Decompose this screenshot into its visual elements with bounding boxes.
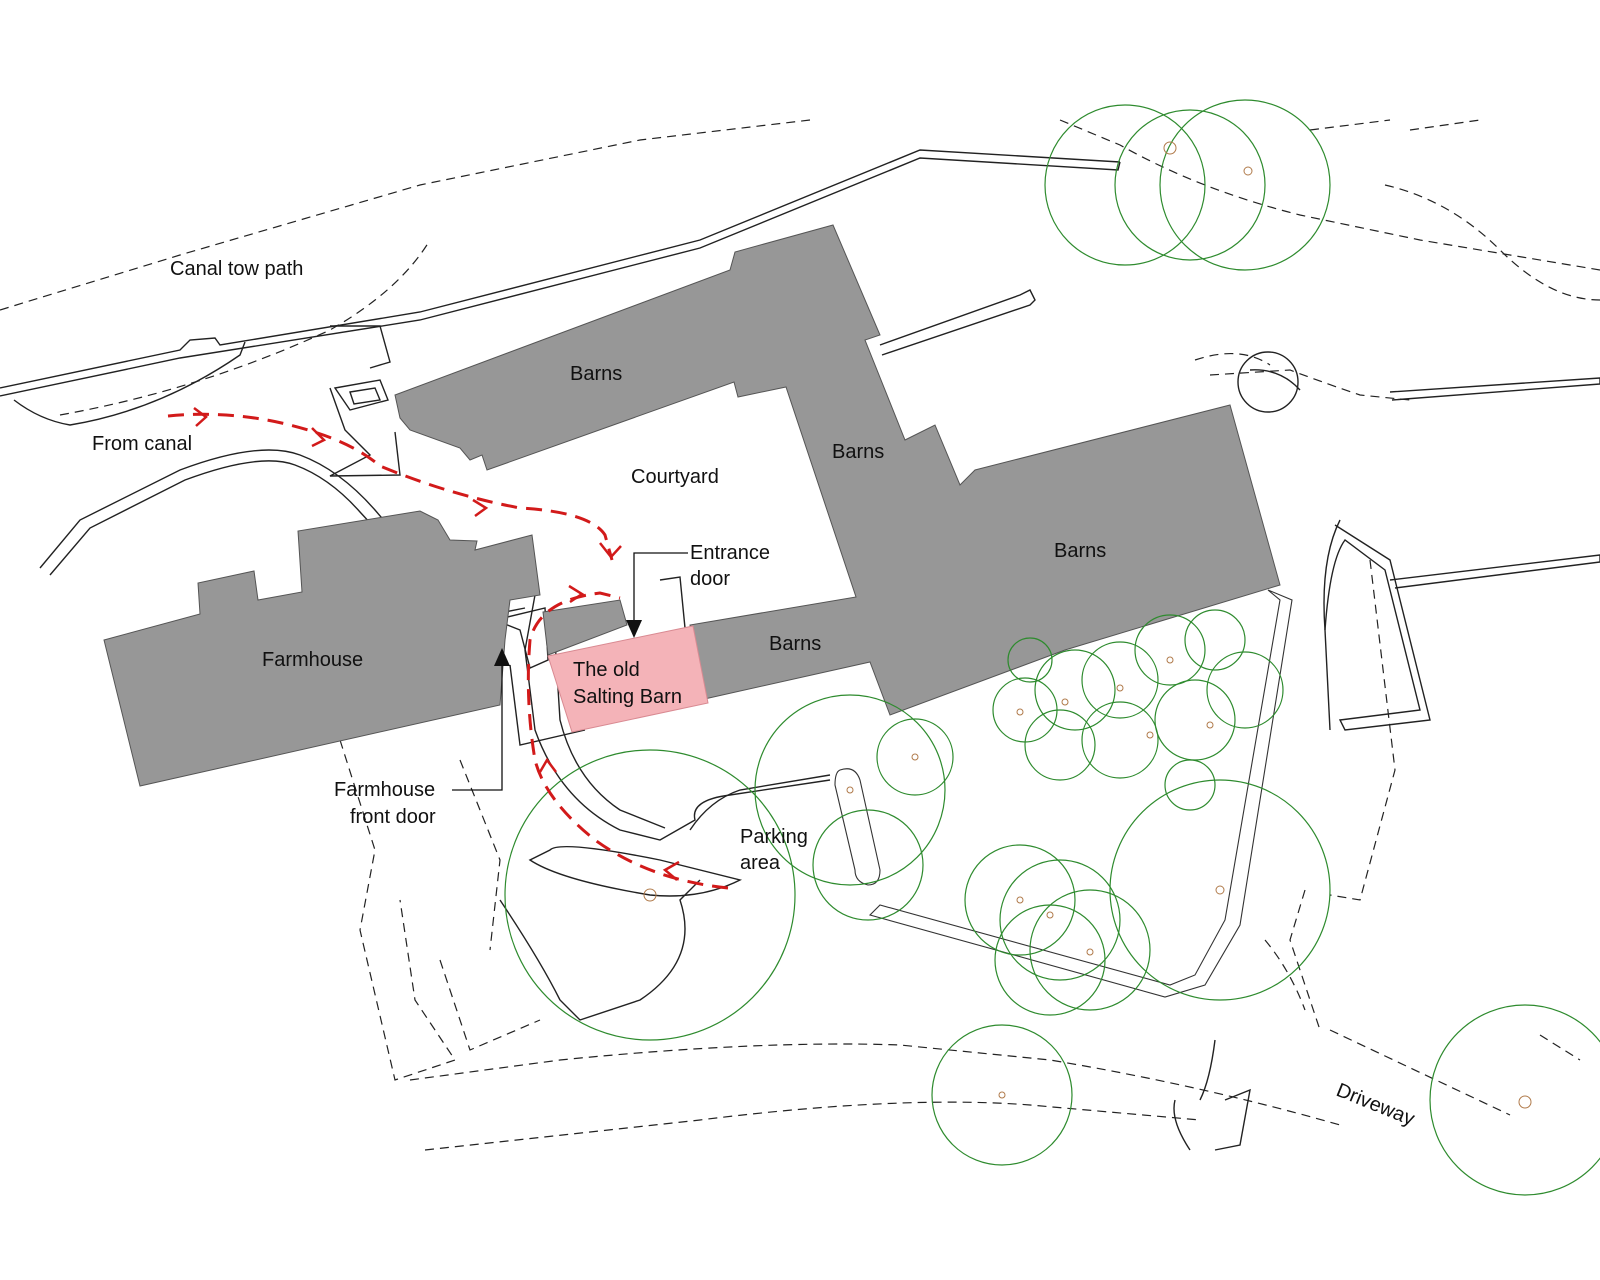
trees: [504, 99, 1600, 1196]
tree-group-centre: [754, 694, 954, 921]
tree-group-east: [992, 609, 1284, 811]
label-salting-barn-line1: The old: [573, 659, 640, 681]
annex-building: [542, 599, 628, 656]
label-canal-tow-path: Canal tow path: [170, 258, 303, 280]
entrance-door-arrow-icon: [626, 620, 642, 638]
route-from-canal: [167, 412, 614, 561]
label-front-door-line1: Farmhouse: [334, 779, 435, 801]
visitor-route: [167, 407, 729, 890]
label-from-canal: From canal: [92, 433, 192, 455]
entrance-door-leader: [633, 552, 688, 620]
label-entrance-door-line2: door: [690, 568, 730, 590]
label-barns-2: Barns: [832, 441, 884, 463]
label-entrance-door-line1: Entrance: [690, 542, 770, 564]
route-arrowhead-7: [568, 584, 585, 604]
label-parking-line2: area: [740, 852, 781, 874]
buildings: [103, 224, 1281, 787]
route-arrowhead-3: [472, 498, 489, 518]
label-driveway: Driveway: [1333, 1079, 1418, 1130]
route-arrowhead-5: [662, 860, 680, 881]
route-arrowhead-2: [311, 427, 327, 448]
label-barns-1: Barns: [570, 363, 622, 385]
hedges: [834, 589, 1293, 998]
label-farmhouse: Farmhouse: [262, 649, 363, 671]
tree-group-ne: [1044, 99, 1331, 271]
tree-group-south: [504, 749, 1600, 1196]
route-arrowhead-4: [599, 542, 622, 559]
annotation-leaders: [452, 552, 688, 791]
label-salting-barn-line2: Salting Barn: [573, 686, 682, 708]
farmhouse-building: [103, 510, 541, 787]
label-barns-3: Barns: [1054, 540, 1106, 562]
gate-circle: [1237, 351, 1301, 413]
site-linework: [0, 149, 1600, 1151]
label-parking-line1: Parking: [740, 826, 808, 848]
route-arrowhead-1: [193, 407, 208, 427]
route-from-parking: [526, 591, 729, 890]
salting-barn-highlight: [547, 625, 709, 733]
dashed-boundaries: [0, 119, 1600, 1151]
label-courtyard: Courtyard: [631, 466, 719, 488]
barns-north: [394, 224, 1281, 716]
front-door-arrow-icon: [494, 648, 510, 666]
map-labels: Canal tow path From canal Barns Courtyar…: [92, 258, 1418, 1130]
label-front-door-line2: front door: [350, 806, 436, 828]
label-barns-4: Barns: [769, 633, 821, 655]
front-door-leader: [452, 665, 503, 791]
route-arrowhead-6: [538, 757, 557, 773]
